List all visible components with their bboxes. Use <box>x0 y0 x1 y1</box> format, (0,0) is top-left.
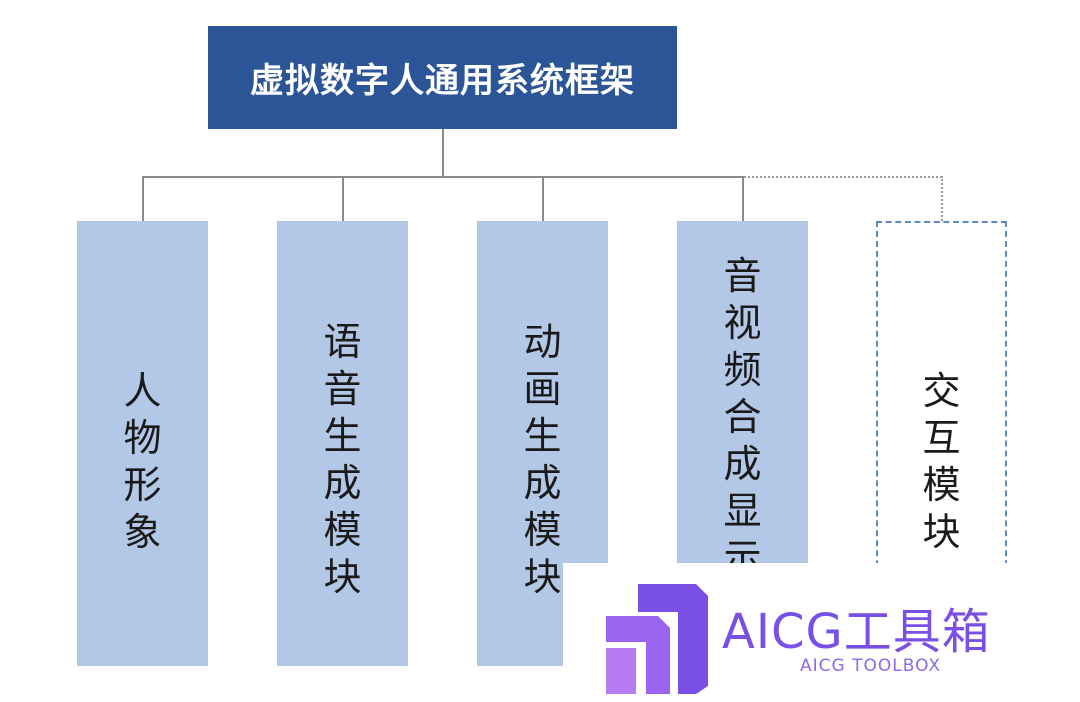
module-interaction: 交 互 模 块 <box>876 221 1007 666</box>
module-char: 成 <box>323 461 362 505</box>
connector-dashed-drop <box>941 176 943 221</box>
module-char: 象 <box>123 510 162 554</box>
connector-dashed-bus <box>744 176 942 178</box>
module-char: 成 <box>523 461 562 505</box>
module-char: 块 <box>922 510 961 554</box>
module-char: 互 <box>922 416 961 460</box>
module-char: 显 <box>723 489 762 533</box>
module-char: 视 <box>723 301 762 345</box>
module-char: 模 <box>523 508 562 552</box>
module-char: 模 <box>323 508 362 552</box>
module-label: 动 画 生 成 模 块 <box>523 221 561 666</box>
module-char: 动 <box>523 320 562 364</box>
connector-trunk <box>442 129 444 177</box>
module-character-image: 人 物 形 象 <box>77 221 208 666</box>
aicg-toolbox-logo-icon <box>606 584 708 694</box>
module-label: 语 音 生 成 模 块 <box>323 221 361 666</box>
module-char: 频 <box>723 348 762 392</box>
connector-drop-3 <box>542 176 544 221</box>
module-char: 音 <box>323 367 362 411</box>
watermark-title: AICG工具箱 <box>722 604 991 660</box>
root-node: 虚拟数字人通用系统框架 <box>208 26 677 129</box>
module-char: 音 <box>723 254 762 298</box>
connector-drop-1 <box>142 176 144 221</box>
module-animation-generation: 动 画 生 成 模 块 <box>477 221 608 666</box>
module-char: 生 <box>523 414 562 458</box>
module-char: 块 <box>323 555 362 599</box>
module-char: 成 <box>723 442 762 486</box>
module-char: 模 <box>922 463 961 507</box>
module-label: 交 互 模 块 <box>922 223 960 664</box>
module-char: 生 <box>323 414 362 458</box>
module-char: 物 <box>123 416 162 460</box>
connector-drop-4 <box>742 176 744 221</box>
module-char: 合 <box>723 395 762 439</box>
module-speech-generation: 语 音 生 成 模 块 <box>277 221 408 666</box>
module-char: 块 <box>523 555 562 599</box>
module-char: 人 <box>123 369 162 413</box>
connector-drop-2 <box>342 176 344 221</box>
module-char: 画 <box>523 367 562 411</box>
module-char: 形 <box>123 463 162 507</box>
module-label: 人 物 形 象 <box>123 221 161 666</box>
module-char: 交 <box>922 369 961 413</box>
module-char: 语 <box>323 320 362 364</box>
watermark-subtitle: AICG TOOLBOX <box>800 656 942 676</box>
connector-bus <box>142 176 744 178</box>
root-label: 虚拟数字人通用系统框架 <box>250 61 635 101</box>
